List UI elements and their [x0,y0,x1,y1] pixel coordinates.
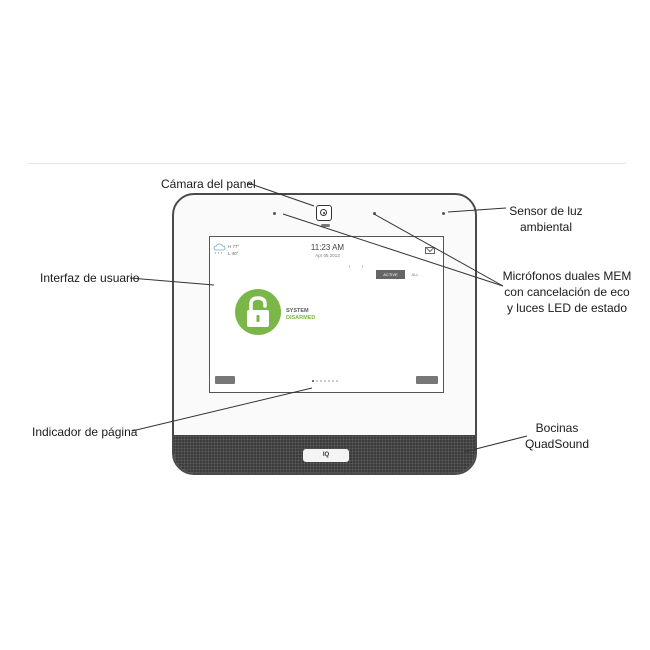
light-sensor-dot [442,212,445,215]
microphone-right-dot [373,212,376,215]
leader-ui [129,277,215,286]
page-dot[interactable] [316,380,318,382]
padlock-open-icon [247,296,269,327]
left-controls[interactable] [215,376,235,384]
microphone-left-dot [273,212,276,215]
brand-logo: IQ [303,449,349,462]
label-light-sensor-line2: ambiental [519,220,573,234]
label-mics-line3: y luces LED de estado [506,301,628,315]
clock-date: Apr 05 2013 [315,253,340,258]
cloud-rain-icon [213,243,226,255]
leader-mic-left [282,213,504,287]
label-light-sensor-line1: Sensor de luz [509,204,583,218]
temp-low: L 40° [228,251,239,256]
speaker-grille: IQ [174,435,475,473]
label-page-indicator: Indicador de página [32,425,138,439]
page-dot[interactable] [312,380,314,382]
label-mics-line1: Micrófonos duales MEM [502,269,632,283]
tick-mark [349,265,350,268]
label-mics-line2: con cancelación de eco [504,285,630,299]
page-dot[interactable] [332,380,334,382]
status-line-1: SYSTEM [286,308,309,314]
label-ui: Interfaz de usuario [40,271,140,285]
label-speakers-line1: Bocinas [535,421,579,435]
page-dot[interactable] [328,380,330,382]
camera-icon [316,205,332,221]
leader-mic-right [373,213,504,287]
tab-all[interactable]: ALL [411,272,419,277]
leader-light-sensor [447,207,507,213]
leader-camera [247,182,315,207]
label-speakers-line2: QuadSound [524,437,590,451]
label-light-sensor: Sensor de luz ambiental [496,203,596,235]
status-line-2: DISARMED [286,315,316,321]
temp-high: H 77° [228,244,240,249]
tick-mark [362,265,363,268]
label-mics: Micrófonos duales MEM con cancelación de… [497,268,637,316]
leader-page-indicator [131,387,313,432]
label-speakers: Bocinas QuadSound [512,420,602,452]
leader-speakers [463,435,528,453]
page-dot[interactable] [336,380,338,382]
disarm-status-button[interactable] [235,289,281,335]
top-divider [28,163,626,164]
touch-screen[interactable]: H 77° L 40° 11:23 AM Apr 05 2013 ACTIVE … [209,236,444,393]
mail-icon[interactable] [425,247,435,254]
right-controls[interactable] [416,376,438,384]
tab-active[interactable]: ACTIVE [376,270,405,279]
security-panel: H 77° L 40° 11:23 AM Apr 05 2013 ACTIVE … [172,193,477,475]
clock-time: 11:23 AM [310,243,345,252]
page-dot[interactable] [324,380,326,382]
screen-pull-tab[interactable] [321,224,330,227]
label-camera: Cámara del panel [161,177,256,191]
page-dot[interactable] [320,380,322,382]
